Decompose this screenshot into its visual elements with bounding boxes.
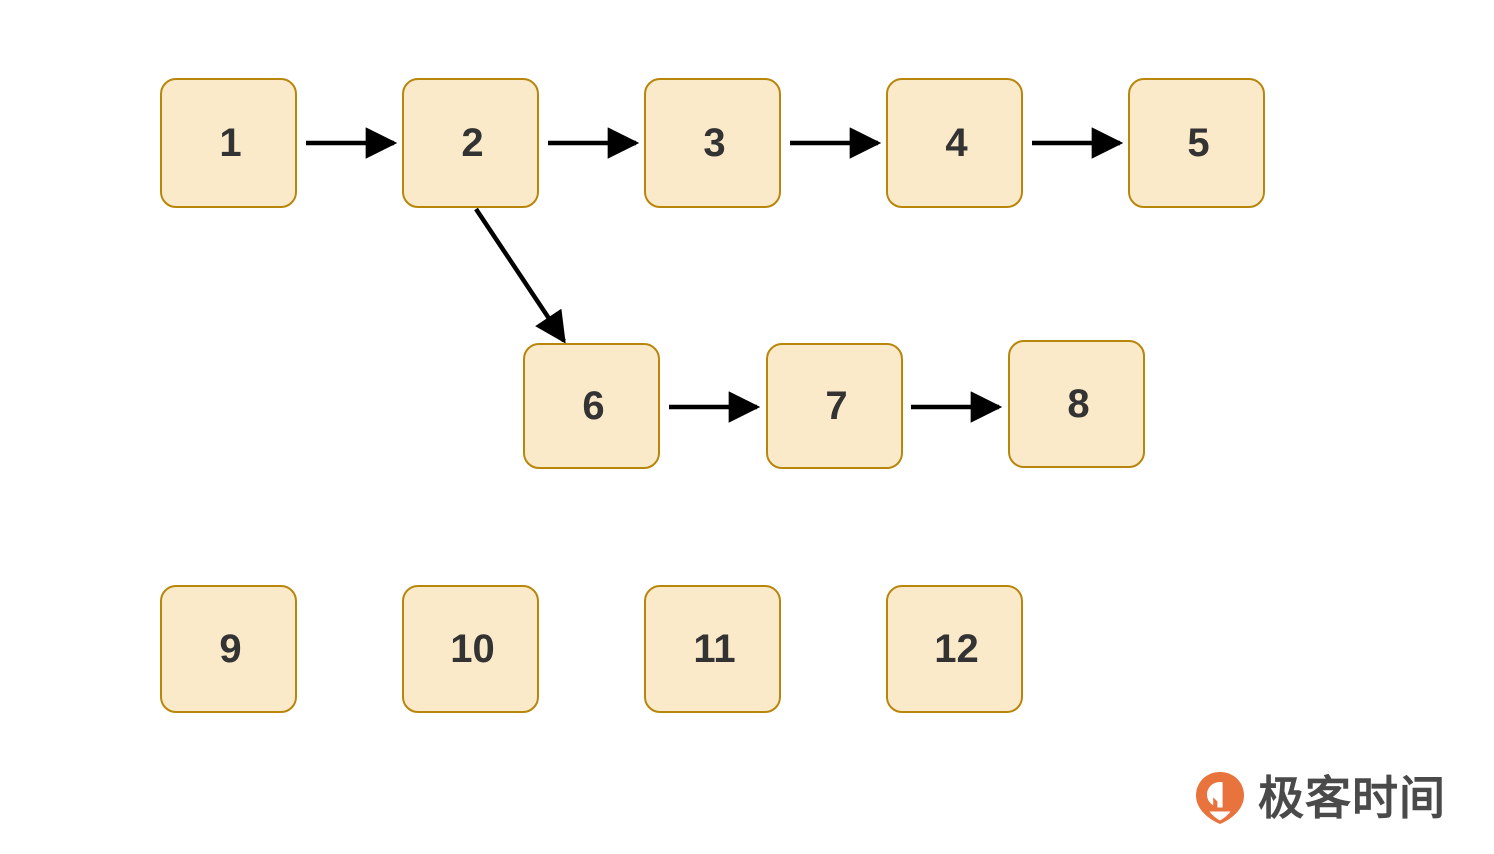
graph-node-label: 8 [1067,382,1090,426]
graph-node-label: 2 [461,121,484,165]
graph-edge-2-to-6 [474,207,566,344]
graph-node-label: 11 [693,627,736,671]
graph-node-label: 3 [703,121,726,165]
graph-node-label: 1 [219,121,242,165]
graph-node-11[interactable]: 11 [644,585,781,713]
graph-node-8[interactable]: 8 [1008,340,1145,468]
graph-node-5[interactable]: 5 [1128,78,1265,208]
graph-node-1[interactable]: 1 [160,78,297,208]
graph-node-label: 5 [1187,121,1210,165]
geektime-pin-logo-icon [1194,770,1246,826]
graph-node-label: 10 [450,627,495,671]
graph-node-6[interactable]: 6 [523,343,660,469]
graph-node-label: 9 [219,627,242,671]
graph-node-label: 12 [934,627,979,671]
graph-node-10[interactable]: 10 [402,585,539,713]
graph-node-3[interactable]: 3 [644,78,781,208]
graph-node-4[interactable]: 4 [886,78,1023,208]
graph-node-label: 6 [582,384,605,428]
watermark: 极客时间 [1194,770,1446,826]
graph-node-9[interactable]: 9 [160,585,297,713]
graph-node-2[interactable]: 2 [402,78,539,208]
graph-node-7[interactable]: 7 [766,343,903,469]
watermark-text: 极客时间 [1258,771,1446,825]
graph-node-label: 7 [825,384,848,428]
graph-node-12[interactable]: 12 [886,585,1023,713]
graph-node-label: 4 [945,121,968,165]
